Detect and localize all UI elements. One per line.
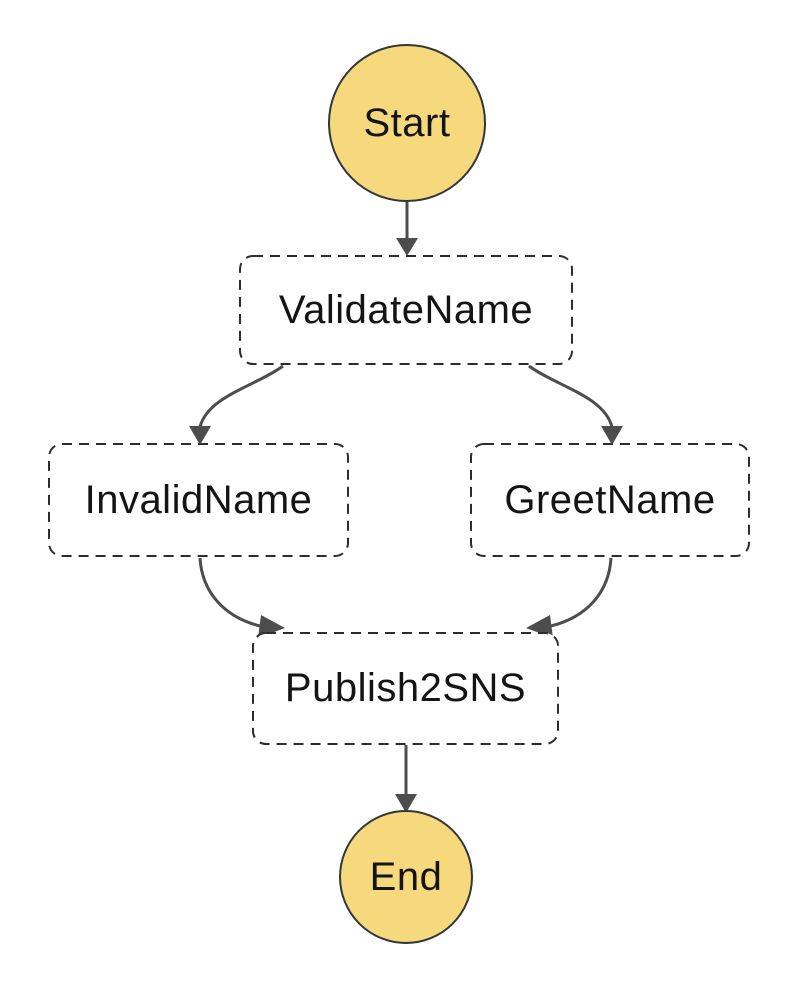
edge-start-to-validatename xyxy=(396,202,418,256)
node-greetname[interactable]: GreetName xyxy=(471,444,749,556)
edge-greetname-to-publish2sns xyxy=(526,557,613,638)
validatename-label: ValidateName xyxy=(278,287,534,332)
start-label: Start xyxy=(363,100,451,145)
invalidname-box-shape xyxy=(48,443,349,557)
node-validatename[interactable]: ValidateName xyxy=(240,256,572,364)
validatename-box-shape xyxy=(239,255,573,365)
invalidname-label: InvalidName xyxy=(84,477,313,522)
edge-publish2sns-to-end xyxy=(395,745,417,813)
node-start: Start xyxy=(329,45,485,201)
end-circle-shape xyxy=(339,810,473,944)
node-invalidname[interactable]: InvalidName xyxy=(49,444,348,556)
greetname-label: GreetName xyxy=(504,477,716,522)
edge-invalidname-to-publish2sns xyxy=(198,557,285,638)
publish2sns-label: Publish2SNS xyxy=(284,666,527,710)
edge-validatename-to-greetname xyxy=(528,364,623,445)
edge-validatename-to-invalidname xyxy=(189,364,284,445)
node-end: End xyxy=(340,811,472,943)
publish2sns-box-shape xyxy=(252,632,559,745)
greetname-box-shape xyxy=(470,443,750,557)
end-label: End xyxy=(369,854,443,899)
start-circle-shape xyxy=(328,44,486,202)
node-publish2sns[interactable]: Publish2SNS xyxy=(253,633,558,744)
